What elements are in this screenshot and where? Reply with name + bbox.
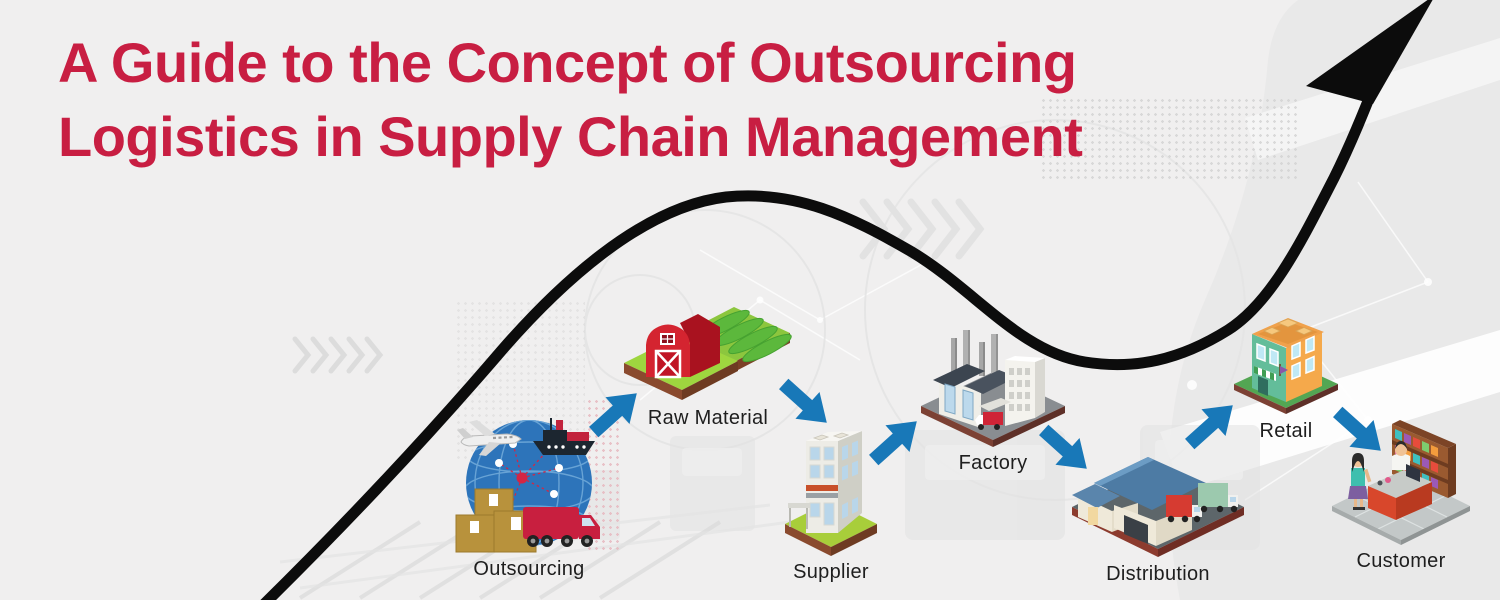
stage-label-supplier: Supplier [793, 561, 869, 583]
stage-supplier: Supplier [782, 427, 880, 584]
cargo-ship-icon [533, 418, 595, 455]
connector-arrow-4-down [1039, 424, 1087, 469]
connector-arrow-3-up [869, 421, 917, 466]
stage-retail: Retail [1230, 304, 1342, 443]
chevron-pattern-mid [859, 198, 985, 260]
delivery-truck-icon [523, 507, 600, 547]
chimneys [951, 330, 998, 376]
roof-boxes [1263, 318, 1313, 335]
customer-person [1348, 453, 1372, 510]
connector-arrow-6-down [1333, 406, 1381, 451]
retail-store-icon [1234, 318, 1338, 414]
title-line-1: A Guide to the Concept of Outsourcing [58, 31, 1077, 94]
cargo-plane-icon [457, 420, 522, 456]
connector-arrow-5-up [1185, 405, 1233, 450]
cashier [1392, 441, 1410, 470]
stage-label-raw-material: Raw Material [647, 407, 769, 429]
checkout-counter [1368, 464, 1432, 520]
awning [1254, 366, 1276, 381]
stage-label-distribution: Distribution [1106, 563, 1210, 585]
page-title: A Guide to the Concept of Outsourcing Lo… [58, 26, 1083, 174]
dots-pattern-title [1040, 97, 1298, 182]
store-checkout-icon [1332, 420, 1470, 545]
farm-barn-icon [624, 307, 792, 400]
cargo-boxes-icon [455, 488, 537, 553]
truck-red [1166, 495, 1202, 523]
stage-outsourcing: Outsourcing [453, 413, 605, 581]
truck-green [1198, 483, 1238, 513]
connector-arrow-1-up [589, 393, 637, 438]
warehouse-trucks-icon [1072, 457, 1244, 557]
title-line-2: Logistics in Supply Chain Management [58, 105, 1083, 168]
stage-factory: Factory [917, 322, 1069, 475]
stage-distribution: Distribution [1068, 433, 1248, 586]
supplier-building-icon [785, 431, 877, 556]
stage-customer: Customer [1330, 414, 1472, 573]
globe-logistics-icon [455, 418, 600, 553]
stage-raw-material: Raw Material [622, 297, 794, 430]
stage-label-retail: Retail [1259, 420, 1313, 442]
stage-label-factory: Factory [958, 452, 1028, 474]
stage-label-customer: Customer [1356, 550, 1446, 572]
chevron-pattern-left [292, 336, 384, 374]
stage-label-outsourcing: Outsourcing [473, 558, 585, 580]
flag [1280, 366, 1288, 374]
factory-icon [921, 330, 1065, 447]
arrowhead [1306, 0, 1433, 104]
connector-arrow-2-down [779, 378, 827, 423]
